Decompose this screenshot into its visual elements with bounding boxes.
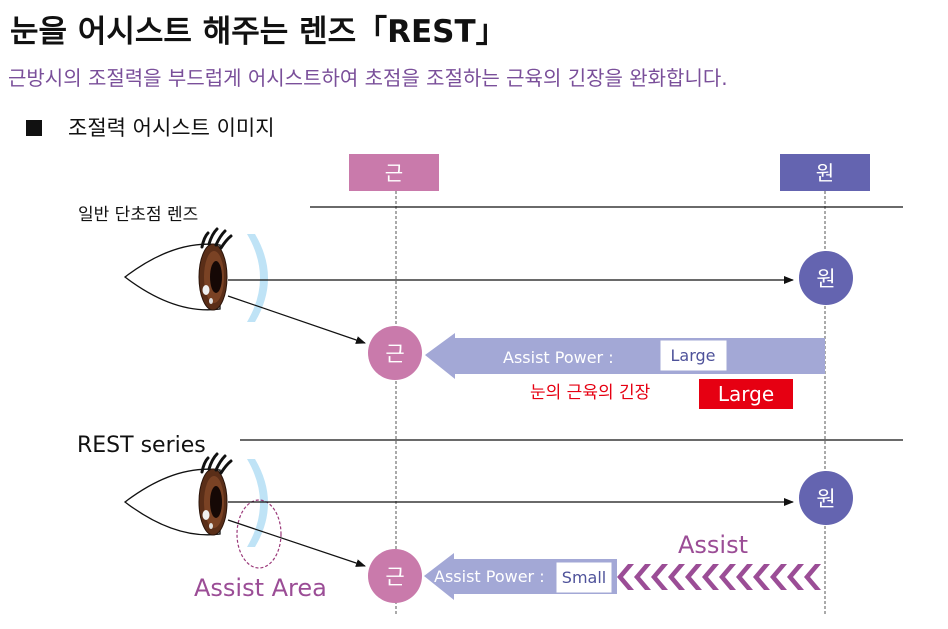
row2-far-label: 원 [816, 487, 835, 511]
assist-text: Assist [678, 531, 748, 559]
page-title: 눈을 어시스트 해주는 렌즈「REST」 [10, 14, 507, 50]
row1-near-ray [227, 295, 366, 344]
far-header-box [780, 154, 870, 191]
row1-assist-power-label: Assist Power : [503, 348, 614, 367]
row1-assist-power-box [659, 339, 728, 372]
row2-assist-power-label: Assist Power : [434, 567, 545, 586]
row2-near-label: 근 [385, 565, 404, 589]
far-header-label: 원 [816, 161, 834, 185]
row1-title: 일반 단초점 렌즈 [78, 205, 198, 225]
row2-near-point [368, 549, 422, 603]
page-subtitle: 근방시의 조절력을 부드럽게 어시스트하여 초점을 조절하는 근육의 긴장을 완… [8, 66, 728, 90]
row1-assist-arrow [425, 333, 825, 379]
muscle-tension-value: Large [718, 382, 774, 406]
assist-area-marker [236, 499, 282, 569]
row2-title: REST series [77, 433, 206, 458]
chevron-arrows-icon [617, 564, 821, 590]
row1-near-point [368, 326, 422, 380]
row2-assist-power-value: Small [562, 568, 606, 587]
row1-assist-power-value: Large [670, 346, 715, 365]
row1-near-label: 근 [385, 342, 404, 366]
muscle-tension-badge [699, 379, 793, 409]
assist-area-label: Assist Area [194, 574, 327, 602]
row2-far-point [799, 471, 853, 525]
square-bullet-icon [26, 120, 42, 136]
eye-icon [123, 452, 233, 537]
eye-icon [123, 227, 233, 312]
row2-near-ray [227, 519, 366, 567]
row1-far-point [799, 251, 853, 305]
section-heading-text: 조절력 어시스트 이미지 [68, 116, 275, 140]
row2-assist-power-box [555, 561, 613, 594]
muscle-tension-label: 눈의 근육의 긴장 [530, 383, 651, 403]
row1-far-label: 원 [816, 267, 835, 291]
contact-lens-icon [247, 459, 268, 547]
section-heading: 조절력 어시스트 이미지 [26, 112, 275, 142]
near-header-box [349, 154, 439, 191]
near-header-label: 근 [385, 161, 403, 185]
